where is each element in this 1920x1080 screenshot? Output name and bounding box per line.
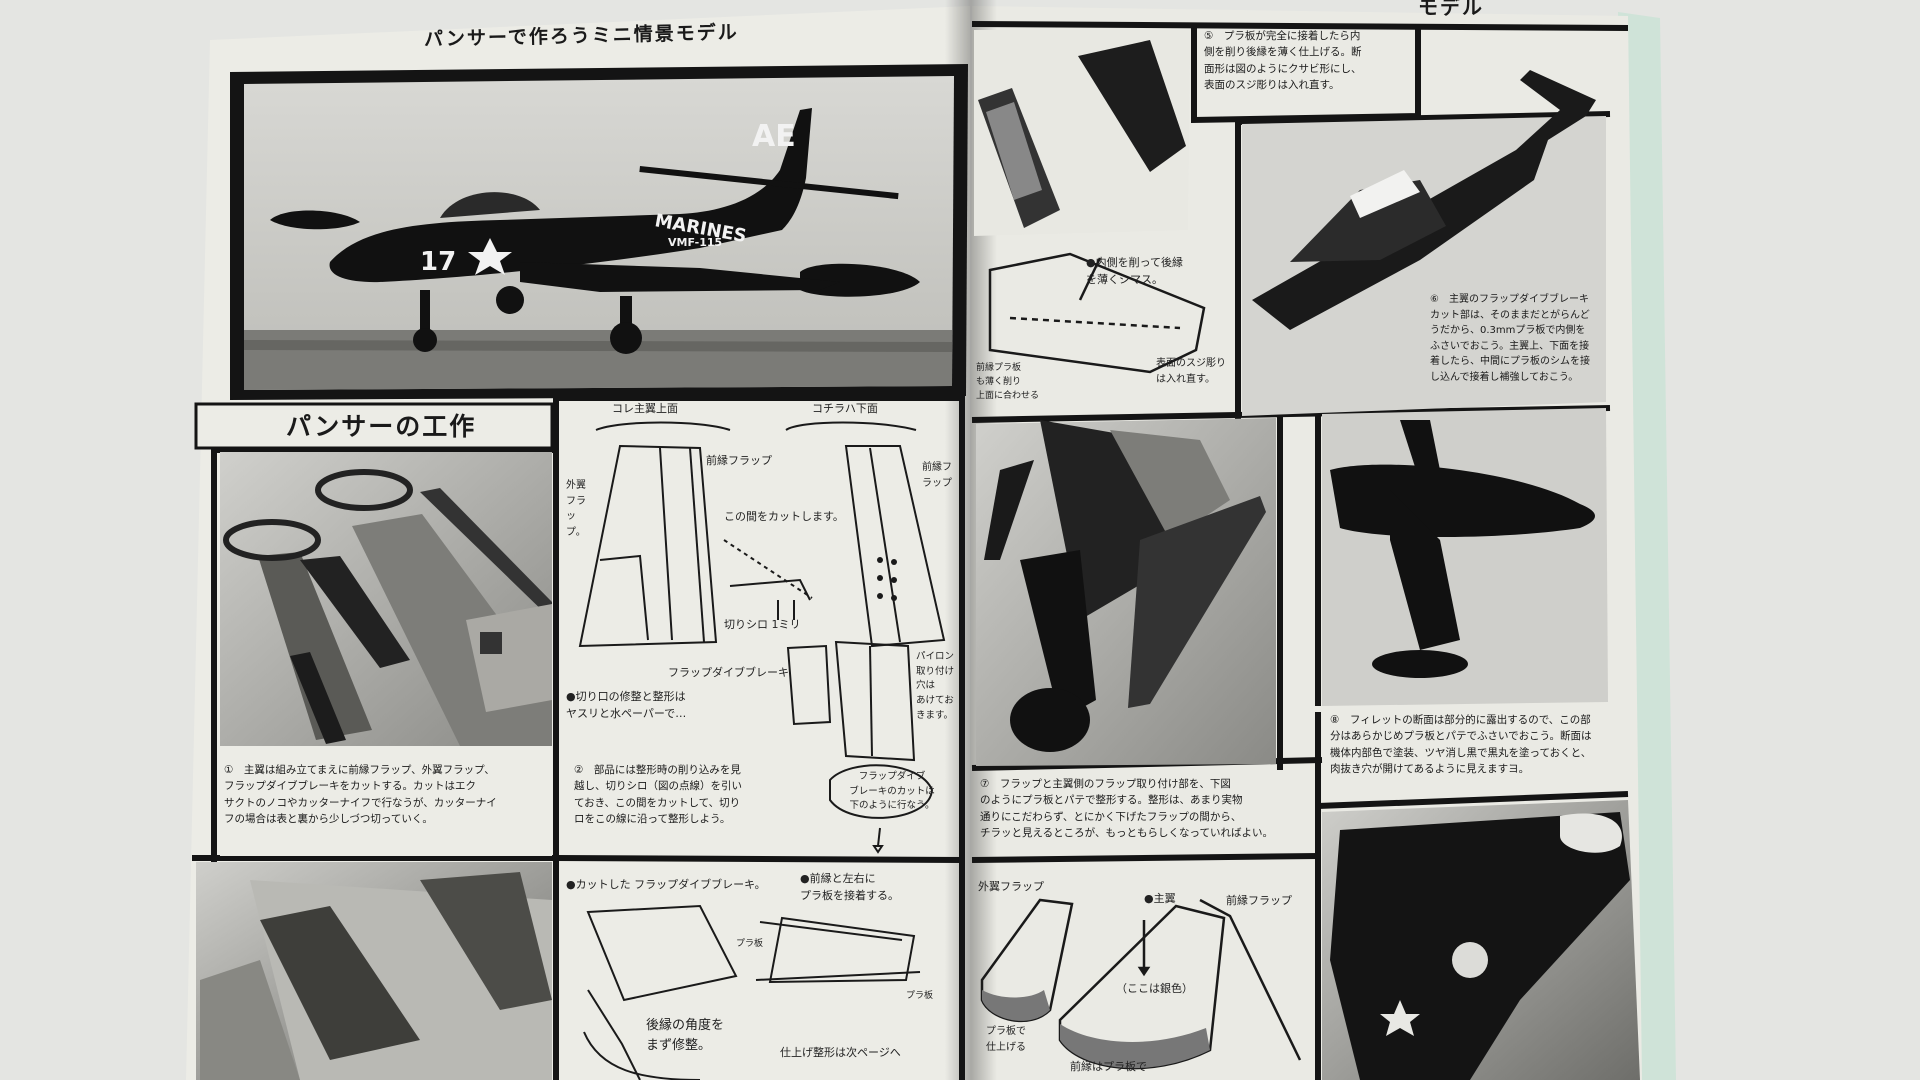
- label-outer-flap: 外翼フラップ。: [566, 480, 586, 538]
- right-page-header: モデル: [1418, 0, 1484, 19]
- star-insignia: [468, 238, 512, 275]
- unit-code-text: VMF-115: [668, 236, 722, 249]
- note-plastic-strips: ●前縁と左右に プラ板を接着する。: [800, 872, 899, 903]
- caption-8: ⑧ フィレットの断面は部分的に露出するので、この部 分はあらかじめプラ板とパテで…: [1330, 714, 1592, 775]
- panther-jet-photo: [270, 108, 920, 354]
- note-file-finish: ●切り口の修整と整形は ヤスリと水ペーパーで…: [566, 690, 687, 721]
- nose-number-text: 17: [420, 247, 456, 277]
- caption-6: ⑥ 主翼のフラップダイブブレーキ カット部は、そのままだとがらんど うだから、0…: [1430, 294, 1590, 383]
- note-thin-trailing-edge: ●内側を削って後縁 を薄くシマス。: [1086, 256, 1184, 287]
- label-cut-here: この間をカットします。: [724, 510, 844, 523]
- photo-wing-parts-content: [223, 469, 552, 746]
- label-leading-flap: 前縁フラップ: [706, 454, 772, 467]
- section-title-box: [194, 402, 554, 450]
- caption-5: ⑤ プラ板が完全に接着したら内 側を削り後縁を薄く仕上げる。断 面形は図のように…: [1204, 30, 1362, 91]
- label-cut-margin: 切りシロ 1ミリ: [724, 618, 801, 631]
- label-main-wing: ●主翼: [1144, 892, 1176, 905]
- wing-sketch-1: [578, 421, 946, 854]
- label-dive-brake: フラップダイブブレーキ: [668, 666, 789, 679]
- label-leading-flap-right: 前縁フラップ: [1226, 894, 1292, 907]
- note-leading-edge-plate: 前縁プラ板 も薄く削り 上面に合わせる: [976, 363, 1040, 401]
- tail-code-text: AE: [752, 119, 796, 154]
- label-silver-area: （ここは銀色）: [1116, 982, 1193, 995]
- label-lower-surface: コチラハ下面: [812, 402, 878, 415]
- note-leading-edge-plate-bottom: 前縁はプラ板で: [1070, 1060, 1147, 1073]
- note-continue-next-page: 仕上げ整形は次ページへ: [780, 1046, 901, 1059]
- label-cut-brake: ●カットした フラップダイブブレーキ。: [566, 878, 766, 891]
- label-upper-surface: コレ主翼上面: [612, 402, 678, 415]
- note-plate-finish: プラ板で 仕上げる: [986, 1026, 1026, 1053]
- caption-1: ① 主翼は組み立てまえに前縁フラップ、外翼フラップ、 フラップダイブブレーキをカ…: [224, 764, 497, 825]
- wing-sketch-5: [988, 252, 1206, 374]
- section-title: パンサーの工作: [286, 412, 477, 441]
- label-plastic-plate-2: プラ板: [906, 991, 934, 1001]
- caption-7: ⑦ フラップと主翼側のフラップ取り付け部を、下図 のようにプラ板とパテで整形する…: [980, 778, 1273, 839]
- note-pylon-holes: パイロン取り付け穴は あけておきます。: [916, 651, 955, 721]
- caption-2: ② 部品には整形時の削り込みを見 越し、切りシロ（図の点線）を引い ておき、この…: [574, 764, 742, 825]
- label-leading-flap-2: 前縁フラップ: [922, 462, 952, 489]
- note-rescribe-panel-lines: 表面のスジ彫り は入れ直す。: [1156, 358, 1226, 385]
- note-trailing-angle: 後縁の角度を まず修整。: [646, 1018, 725, 1054]
- label-plastic-plate: プラ板: [736, 939, 764, 949]
- label-outer-flap-right: 外翼フラップ: [978, 880, 1044, 893]
- speech-bubble-note: フラップダイブ ブレーキのカットは 下のように行なう。: [849, 771, 935, 812]
- wing-sketch-2: [583, 904, 921, 1080]
